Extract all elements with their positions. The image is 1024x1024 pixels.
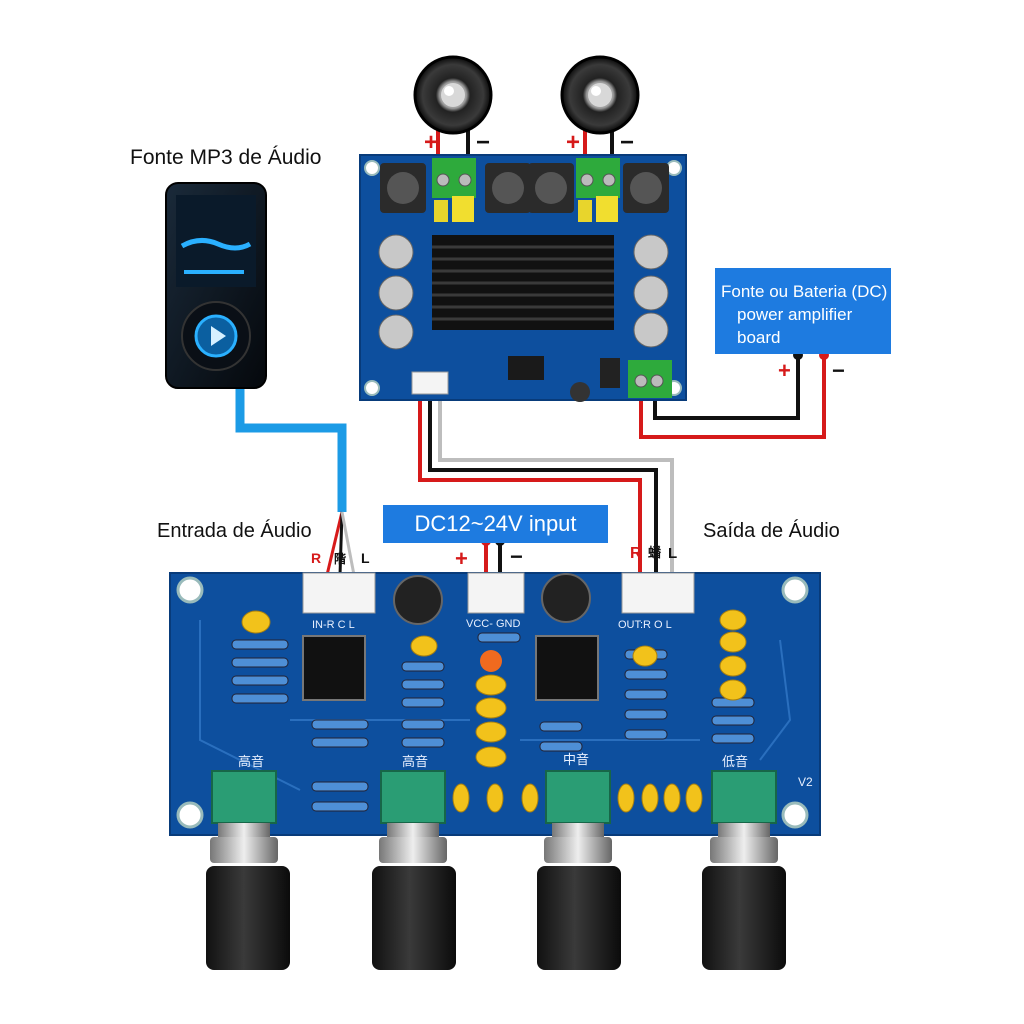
in-l-letter: L — [361, 550, 370, 566]
power-terminal — [628, 360, 672, 398]
input-wire-red — [325, 511, 344, 576]
power-source-box: Fonte ou Bateria (DC) power amplifier bo… — [715, 268, 891, 354]
out-mid-letter: 蟠 — [648, 545, 662, 560]
audio-input-label: Entrada de Áudio — [157, 520, 312, 542]
silk-version: V2 — [798, 775, 813, 789]
heatsink — [432, 235, 614, 330]
power-wire-red — [639, 355, 826, 439]
power-led-icon — [480, 650, 502, 672]
power-box-line3: board — [737, 328, 781, 347]
silk-knob2: 高音 — [402, 754, 428, 769]
input-wire-black — [338, 511, 344, 576]
knob-bass[interactable] — [702, 770, 786, 970]
dc-input-label: DC12~24V input — [414, 511, 577, 536]
silk-out: OUT:R O L — [618, 619, 672, 631]
speaker1-minus: − — [476, 129, 490, 156]
speaker1-plus: + — [424, 129, 438, 156]
power-box-line2: power amplifier — [737, 305, 853, 324]
input-wire-white — [340, 511, 356, 576]
output-wire-white — [438, 390, 674, 575]
in-r-letter: R — [311, 550, 321, 566]
out-r-letter: R — [630, 545, 642, 562]
mp3-player-icon — [165, 182, 267, 389]
knob-high[interactable] — [372, 770, 456, 970]
speaker-left-icon — [413, 55, 493, 135]
tone-output-connector — [621, 572, 695, 614]
mp3-source-label: Fonte MP3 de Áudio — [130, 146, 322, 169]
dc-plus: + — [455, 546, 468, 571]
silk-vcc-gnd: VCC- GND — [466, 618, 520, 630]
speaker-right-icon — [560, 55, 640, 135]
in-mid-letter: 階 — [334, 551, 346, 566]
silk-in: IN-R C L — [312, 619, 355, 631]
out-l-letter: L — [668, 545, 677, 562]
dc-minus: − — [510, 544, 523, 569]
amplifier-board — [359, 154, 687, 402]
tone-input-connector — [302, 572, 376, 614]
knob-mid[interactable] — [537, 770, 621, 970]
power-box-line1: Fonte ou Bateria (DC) — [721, 282, 888, 301]
output-wire-black — [428, 390, 658, 575]
audio-output-label: Saída de Áudio — [703, 520, 840, 542]
power-plus: + — [778, 358, 791, 383]
mp3-audio-cable — [235, 385, 347, 512]
dc-input-connector — [467, 572, 525, 614]
silk-knob4: 低音 — [722, 754, 748, 769]
silk-knob3: 中音 — [563, 752, 589, 767]
output-wire-red — [418, 390, 642, 575]
speaker2-plus: + — [566, 129, 580, 156]
knob-treble[interactable] — [206, 770, 290, 970]
dc-input-banner: DC12~24V input — [383, 505, 608, 543]
silk-knob1: 高音 — [238, 754, 264, 769]
amp-input-connector — [411, 371, 449, 395]
power-wire-black — [653, 355, 800, 420]
speaker2-minus: − — [620, 129, 634, 156]
power-minus: − — [832, 358, 845, 383]
